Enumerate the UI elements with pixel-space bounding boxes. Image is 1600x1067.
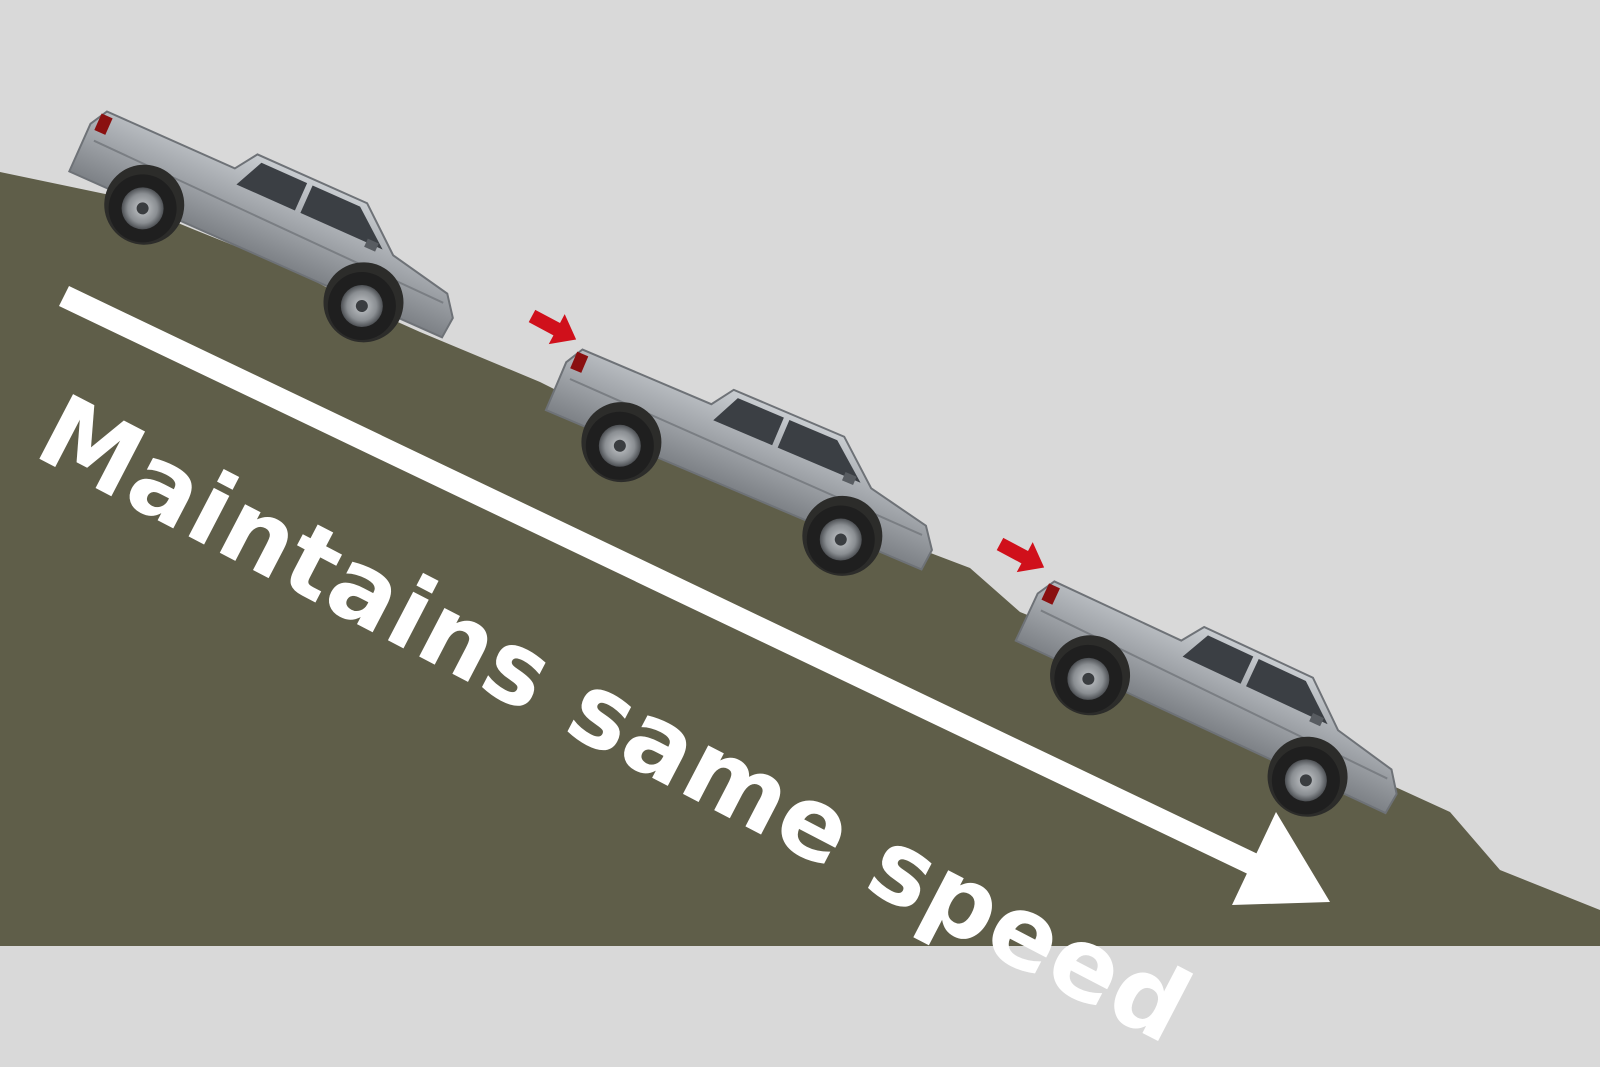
downhill-scene [0,86,1600,946]
white-direction-arrow-icon [59,286,1330,905]
hillside [0,172,1600,946]
red-step-arrow-icon [524,300,585,355]
red-step-arrow-icon [992,528,1053,583]
